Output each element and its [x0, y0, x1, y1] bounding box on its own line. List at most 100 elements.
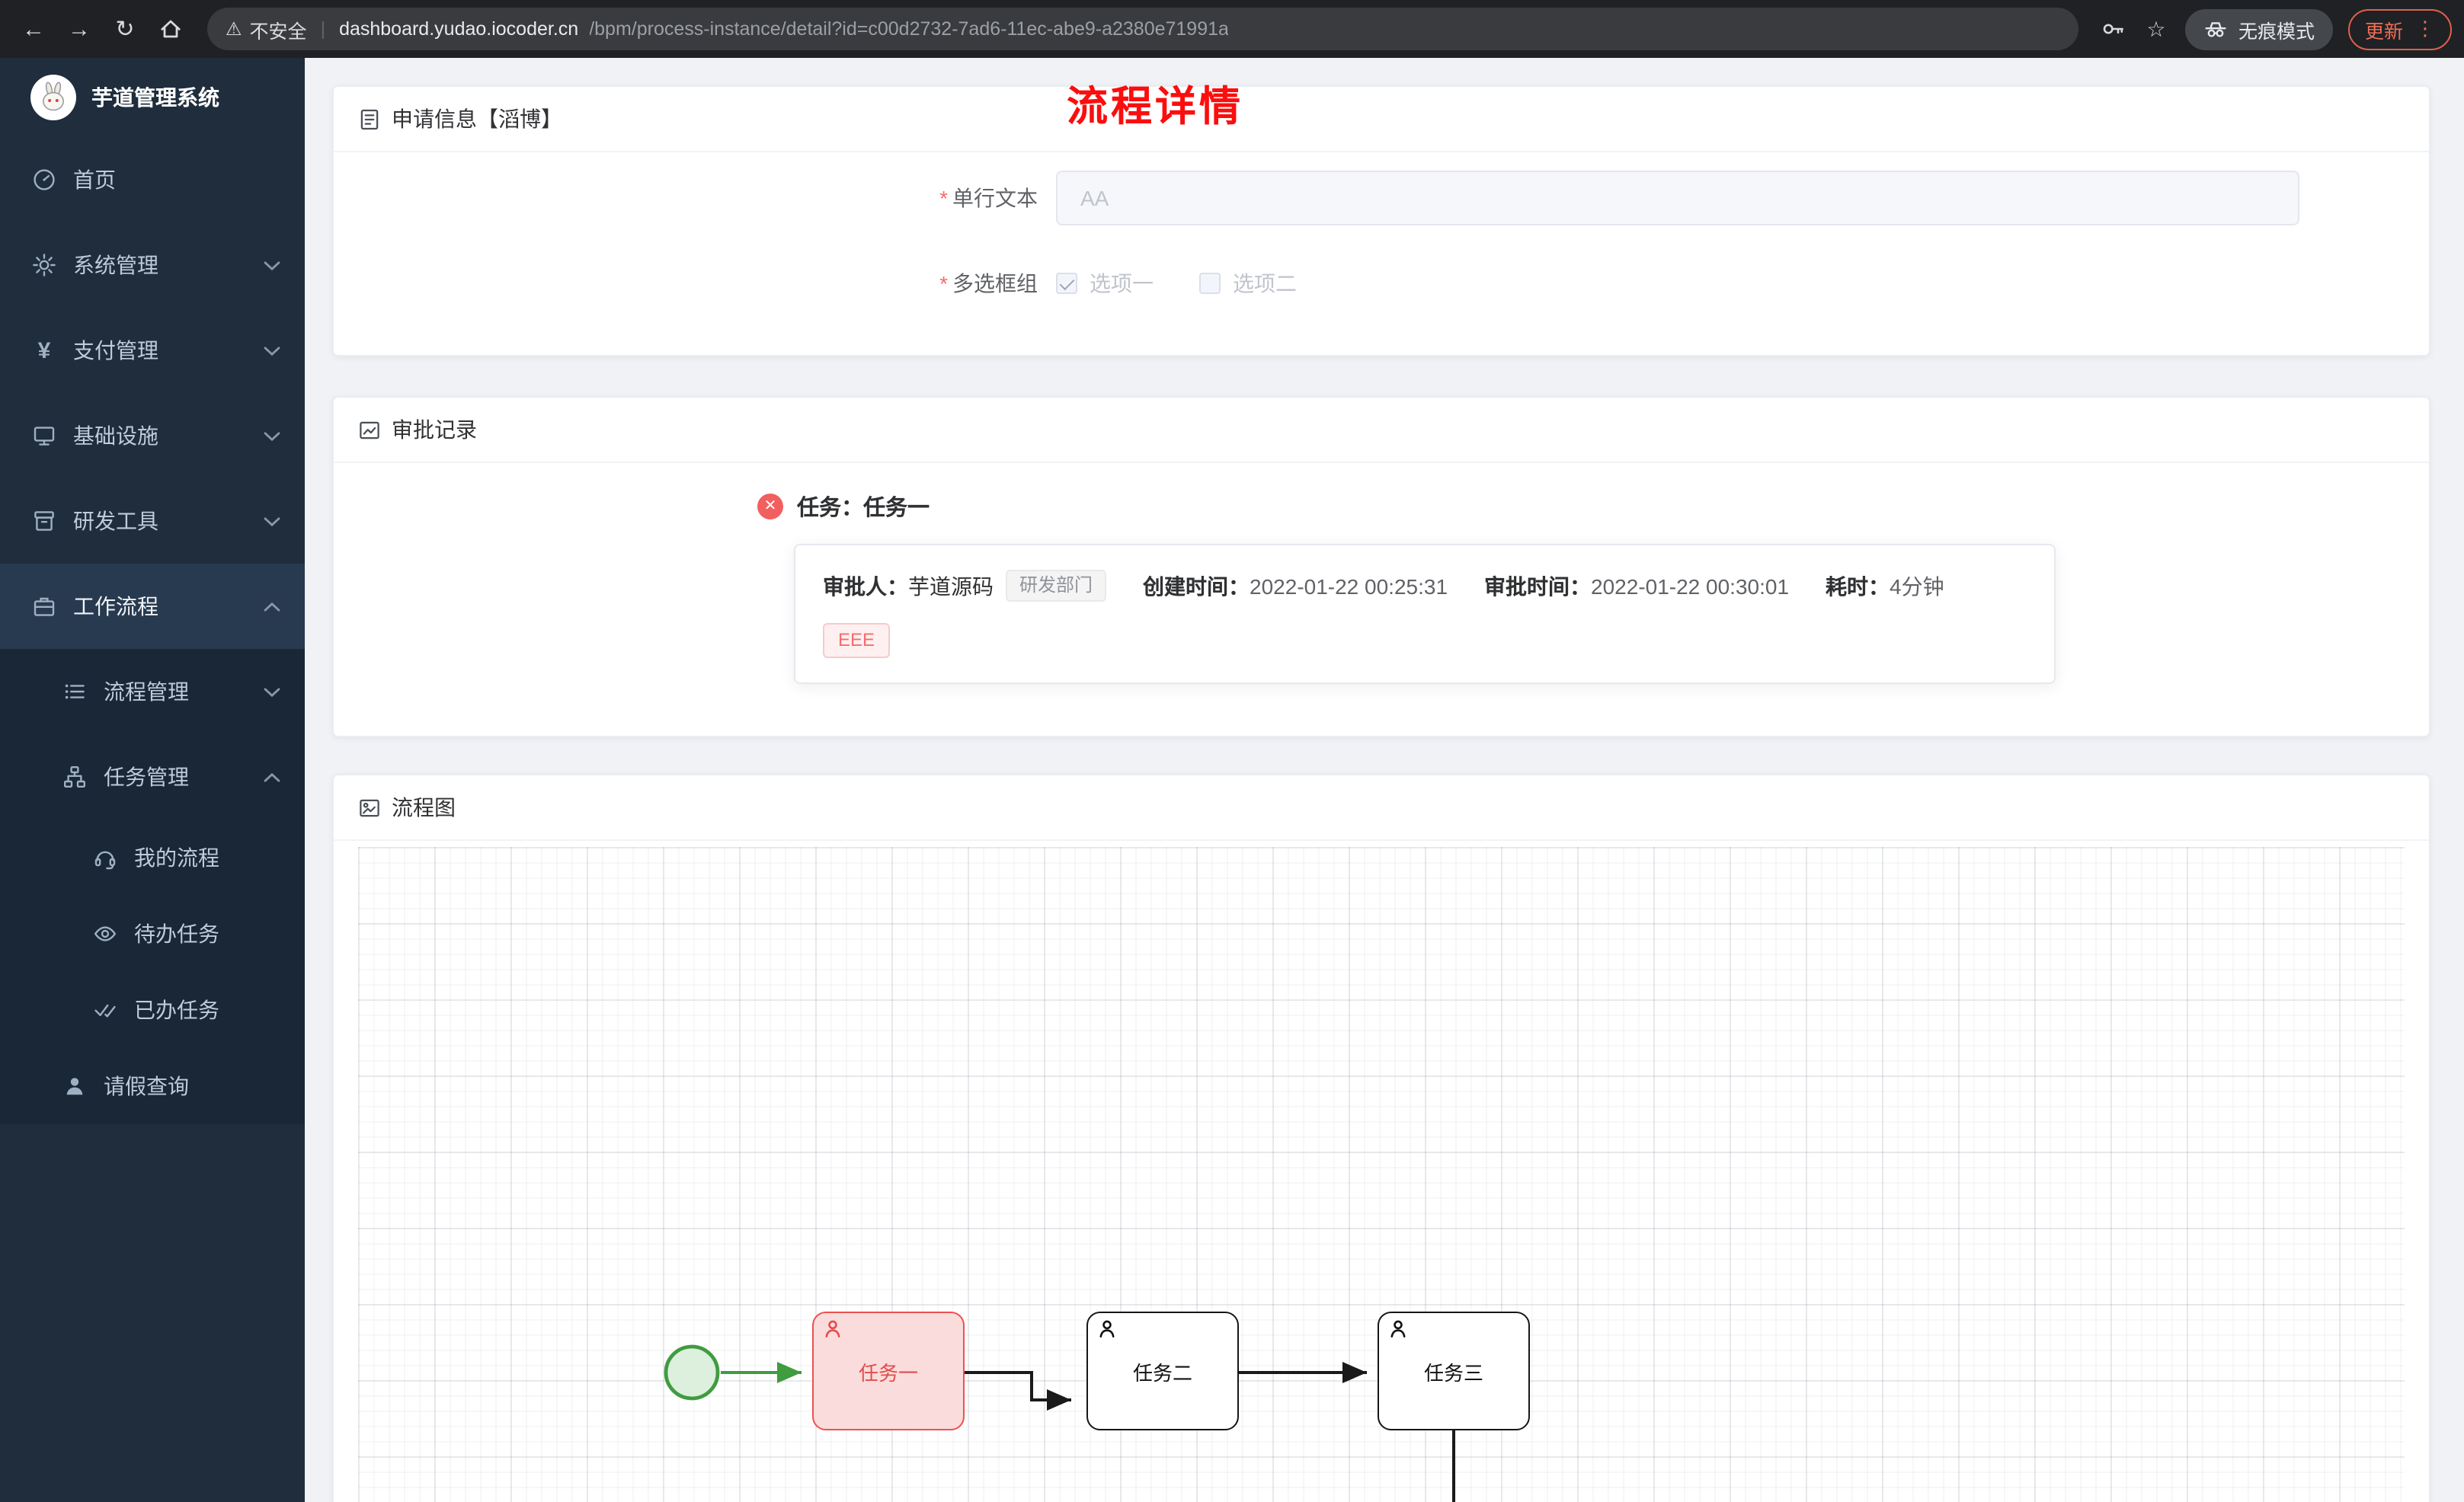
list-icon: [61, 678, 88, 705]
eye-icon: [91, 920, 119, 948]
bpmn-task-1[interactable]: 任务一: [812, 1312, 965, 1430]
yen-icon: ¥: [37, 337, 51, 363]
logo-avatar: [30, 75, 76, 120]
bpmn-task-2[interactable]: 任务二: [1086, 1312, 1239, 1430]
sidebar-item-label: 我的流程: [134, 845, 219, 870]
sidebar-item-label: 工作流程: [73, 594, 158, 618]
sitemap-icon: [61, 763, 88, 791]
sidebar-item-label: 支付管理: [73, 338, 158, 363]
sidebar-item-todo-tasks[interactable]: 待办任务: [0, 896, 305, 972]
approved-time-label: 审批时间：: [1484, 574, 1592, 598]
chevron-down-icon: [264, 345, 280, 356]
headset-icon: [91, 844, 119, 871]
approval-records-card: 审批记录 ✕ 任务：任务一 审批人： 芋道源码 研发部门 创建时间: [332, 396, 2430, 737]
sidebar-item-task-management[interactable]: 任务管理: [0, 734, 305, 820]
user-task-icon: [823, 1319, 843, 1339]
timeline-task-row: ✕ 任务：任务一: [757, 491, 2398, 523]
browser-chrome: ← → ↻ ⚠ 不安全 | dashboard.yudao.iocoder.cn…: [0, 0, 2464, 58]
apply-info-card-header: 申请信息【滔博】: [334, 87, 2429, 152]
process-diagram-card-title: 流程图: [392, 795, 456, 820]
sidebar-item-label: 研发工具: [73, 509, 158, 533]
document-icon: [358, 107, 381, 130]
workflow-submenu: 流程管理 任务管理 我的流程: [0, 649, 305, 1124]
approval-timeline: ✕ 任务：任务一 审批人： 芋道源码 研发部门 创建时间： 2022-01-22…: [334, 463, 2429, 684]
sidebar-item-infrastructure[interactable]: 基础设施: [0, 393, 305, 478]
user-task-icon: [1097, 1319, 1117, 1339]
sidebar-item-payment[interactable]: ¥ 支付管理: [0, 308, 305, 393]
bpmn-task-3-label: 任务三: [1423, 1361, 1483, 1384]
forward-icon[interactable]: →: [68, 16, 91, 42]
menu-kebab-icon[interactable]: ⋮: [2415, 17, 2435, 40]
bookmark-star-icon[interactable]: ☆: [2146, 16, 2166, 40]
sidebar-item-my-process[interactable]: 我的流程: [0, 820, 305, 896]
created-time-segment: 创建时间： 2022-01-22 00:25:31: [1143, 570, 1448, 601]
chevron-up-icon: [264, 601, 280, 612]
sidebar-item-label: 请假查询: [104, 1074, 189, 1098]
sidebar-item-devtools[interactable]: 研发工具: [0, 478, 305, 564]
created-time-label: 创建时间：: [1143, 574, 1250, 598]
sidebar-item-label: 任务管理: [104, 765, 189, 789]
chevron-down-icon: [264, 260, 280, 270]
url-separator: |: [320, 18, 326, 40]
checkbox-group: 选项一 选项二: [1056, 268, 1297, 299]
checkbox-option-2[interactable]: 选项二: [1199, 268, 1297, 299]
incognito-icon: [2205, 22, 2226, 37]
diagram-icon: [358, 796, 381, 819]
briefcase-icon: [30, 593, 58, 620]
required-asterisk: *: [939, 271, 948, 296]
url-path: /bpm/process-instance/detail?id=c00d2732…: [589, 18, 1229, 40]
approver-label: 审批人：: [823, 574, 908, 598]
monitor-icon: [30, 422, 58, 449]
checkbox-option-1[interactable]: 选项一: [1056, 268, 1154, 299]
bpmn-canvas[interactable]: 任务一 任务二 任务三: [358, 847, 2405, 1502]
sidebar-item-label: 基础设施: [73, 423, 158, 448]
start-event-circle[interactable]: [664, 1344, 720, 1401]
home-icon[interactable]: [149, 8, 192, 50]
main-content: 流程详情 申请信息【滔博】 *单行文本 *多选框组: [305, 58, 2464, 1502]
duration-segment: 耗时： 4分钟: [1826, 570, 1944, 601]
bpmn-task-3[interactable]: 任务三: [1378, 1312, 1530, 1430]
app-logo[interactable]: 芋道管理系统: [0, 58, 305, 137]
single-line-text-input[interactable]: [1056, 171, 2299, 225]
bpmn-connectors: [664, 1344, 1455, 1502]
checkbox-option-1-label: 选项一: [1090, 271, 1154, 296]
incognito-label: 无痕模式: [2238, 21, 2315, 42]
approver-name: 芋道源码: [908, 574, 994, 598]
chevron-up-icon: [264, 772, 280, 782]
rejected-circle-x-icon: ✕: [757, 494, 783, 519]
back-icon[interactable]: ←: [22, 16, 45, 42]
url-bar[interactable]: ⚠ 不安全 | dashboard.yudao.iocoder.cn /bpm/…: [207, 8, 2078, 50]
task-title: 任务：任务一: [797, 497, 930, 521]
sidebar-item-home[interactable]: 首页: [0, 137, 305, 222]
toolbox-icon: [30, 507, 58, 535]
incognito-badge[interactable]: 无痕模式: [2184, 8, 2333, 50]
checkbox-unchecked-icon: [1199, 273, 1221, 294]
user-icon: [61, 1072, 88, 1100]
approver-segment: 审批人： 芋道源码 研发部门: [823, 570, 1107, 602]
double-check-icon: [91, 996, 119, 1024]
security-status[interactable]: ⚠ 不安全: [226, 14, 307, 43]
sidebar-item-label: 流程管理: [104, 679, 189, 704]
key-icon[interactable]: [2094, 9, 2133, 49]
url-domain: dashboard.yudao.iocoder.cn: [339, 18, 579, 40]
sidebar: 芋道管理系统 首页 系统管理 ¥ 支付管理: [0, 58, 305, 1502]
approval-detail-line: 审批人： 芋道源码 研发部门 创建时间： 2022-01-22 00:25:31…: [823, 570, 2027, 602]
checkbox-checked-icon: [1056, 273, 1077, 294]
apply-info-card: 申请信息【滔博】 *单行文本 *多选框组 选项一: [332, 85, 2430, 356]
chevron-down-icon: [264, 516, 280, 526]
required-asterisk: *: [939, 186, 948, 210]
reload-icon[interactable]: ↻: [115, 17, 135, 43]
dashboard-icon: [30, 166, 58, 193]
text-field-label: *单行文本: [939, 186, 1038, 210]
record-chart-icon: [358, 418, 381, 441]
user-task-icon: [1388, 1319, 1408, 1339]
apply-info-card-title: 申请信息【滔博】: [392, 107, 562, 131]
sidebar-item-process-management[interactable]: 流程管理: [0, 649, 305, 734]
browser-update-button[interactable]: 更新 ⋮: [2347, 8, 2452, 50]
sidebar-item-system[interactable]: 系统管理: [0, 222, 305, 308]
approval-records-card-title: 审批记录: [392, 417, 477, 442]
approval-detail-card: 审批人： 芋道源码 研发部门 创建时间： 2022-01-22 00:25:31…: [794, 544, 2056, 684]
sidebar-item-done-tasks[interactable]: 已办任务: [0, 972, 305, 1048]
sidebar-item-leave-query[interactable]: 请假查询: [0, 1048, 305, 1124]
sidebar-item-workflow[interactable]: 工作流程: [0, 564, 305, 649]
